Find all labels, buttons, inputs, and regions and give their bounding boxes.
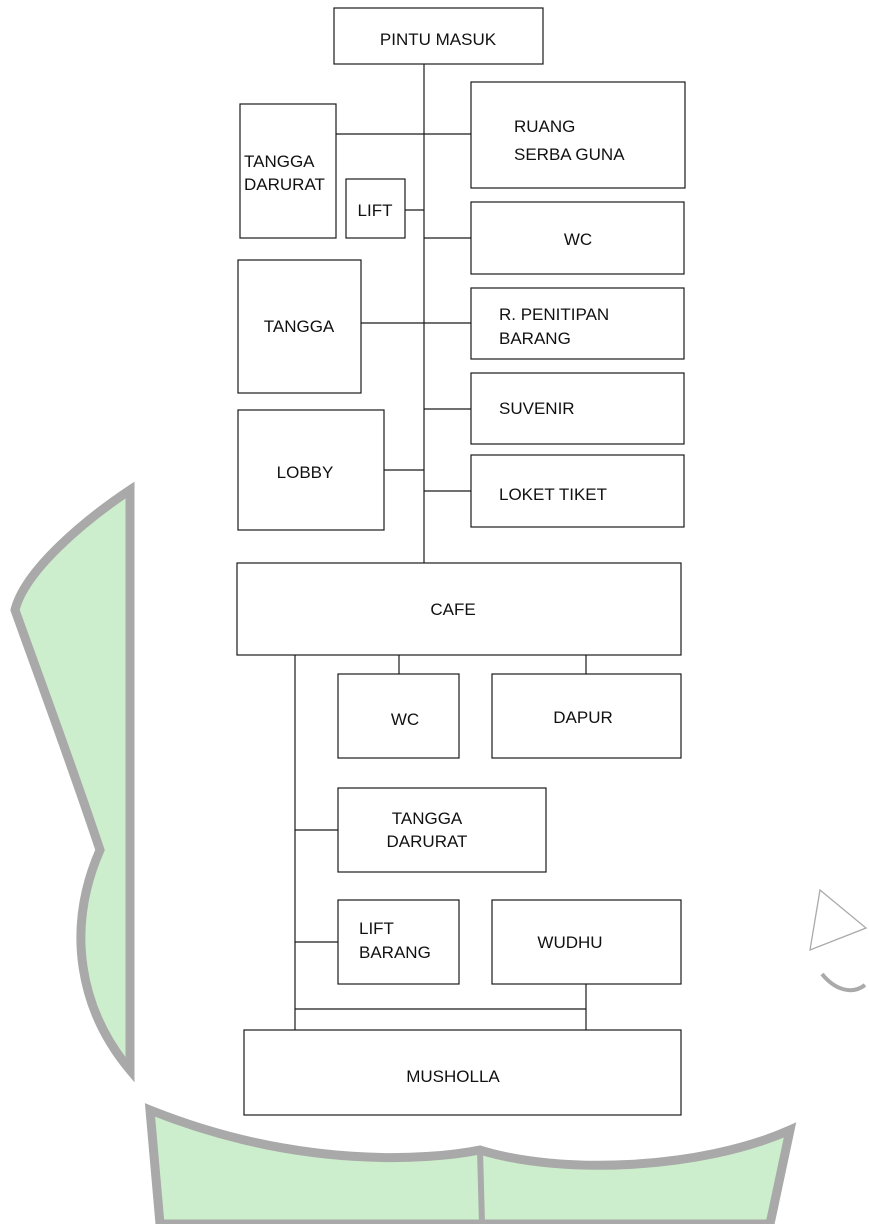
node-label: TANGGA [264, 317, 335, 336]
node-suvenir: SUVENIR [471, 373, 684, 444]
node-label: BARANG [359, 943, 431, 962]
node-ruang-serba-guna: RUANG SERBA GUNA [471, 82, 685, 188]
node-label: SUVENIR [499, 399, 575, 418]
node-wudhu: WUDHU [492, 900, 681, 984]
watermark-left-leaf [15, 490, 130, 1070]
node-label: R. PENITIPAN [499, 305, 609, 324]
node-label: RUANG [514, 117, 575, 136]
node-label: WC [564, 230, 592, 249]
node-label: DARURAT [244, 175, 325, 194]
watermark-letter-fragment [822, 974, 865, 990]
node-lift-barang: LIFT BARANG [338, 900, 459, 984]
node-label: MUSHOLLA [406, 1067, 500, 1086]
node-label: TANGGA [244, 152, 315, 171]
node-lift: LIFT [346, 179, 405, 238]
node-tangga: TANGGA [238, 260, 361, 393]
nodes: PINTU MASUK RUANG SERBA GUNA TANGGA DARU… [237, 8, 685, 1115]
node-label: CAFE [430, 600, 475, 619]
node-cafe: CAFE [237, 563, 681, 655]
node-label: WUDHU [537, 933, 602, 952]
node-wc-top: WC [471, 202, 684, 274]
node-label: WC [391, 710, 419, 729]
watermark-triangle-outline [810, 890, 866, 950]
node-loket-tiket: LOKET TIKET [471, 455, 684, 527]
watermark-bottom-band [150, 1110, 790, 1224]
watermark-bottom-divider [480, 1150, 482, 1224]
node-dapur: DAPUR [492, 674, 681, 758]
node-label: PINTU MASUK [380, 30, 497, 49]
node-tangga-darurat-top: TANGGA DARURAT [240, 104, 336, 238]
node-label: BARANG [499, 329, 571, 348]
node-label: LOBBY [277, 463, 334, 482]
node-penitipan-barang: R. PENITIPAN BARANG [471, 288, 684, 359]
node-pintu-masuk: PINTU MASUK [334, 8, 543, 64]
node-label: SERBA GUNA [514, 145, 625, 164]
node-label: DARURAT [387, 832, 468, 851]
node-wc-bottom: WC [338, 674, 459, 758]
node-label: LOKET TIKET [499, 485, 607, 504]
node-label: LIFT [359, 919, 394, 938]
node-tangga-darurat-bottom: TANGGA DARURAT [338, 788, 546, 872]
node-musholla: MUSHOLLA [244, 1030, 681, 1115]
node-label: LIFT [358, 201, 393, 220]
node-label: TANGGA [392, 809, 463, 828]
node-lobby: LOBBY [238, 410, 384, 530]
node-label: DAPUR [553, 708, 613, 727]
